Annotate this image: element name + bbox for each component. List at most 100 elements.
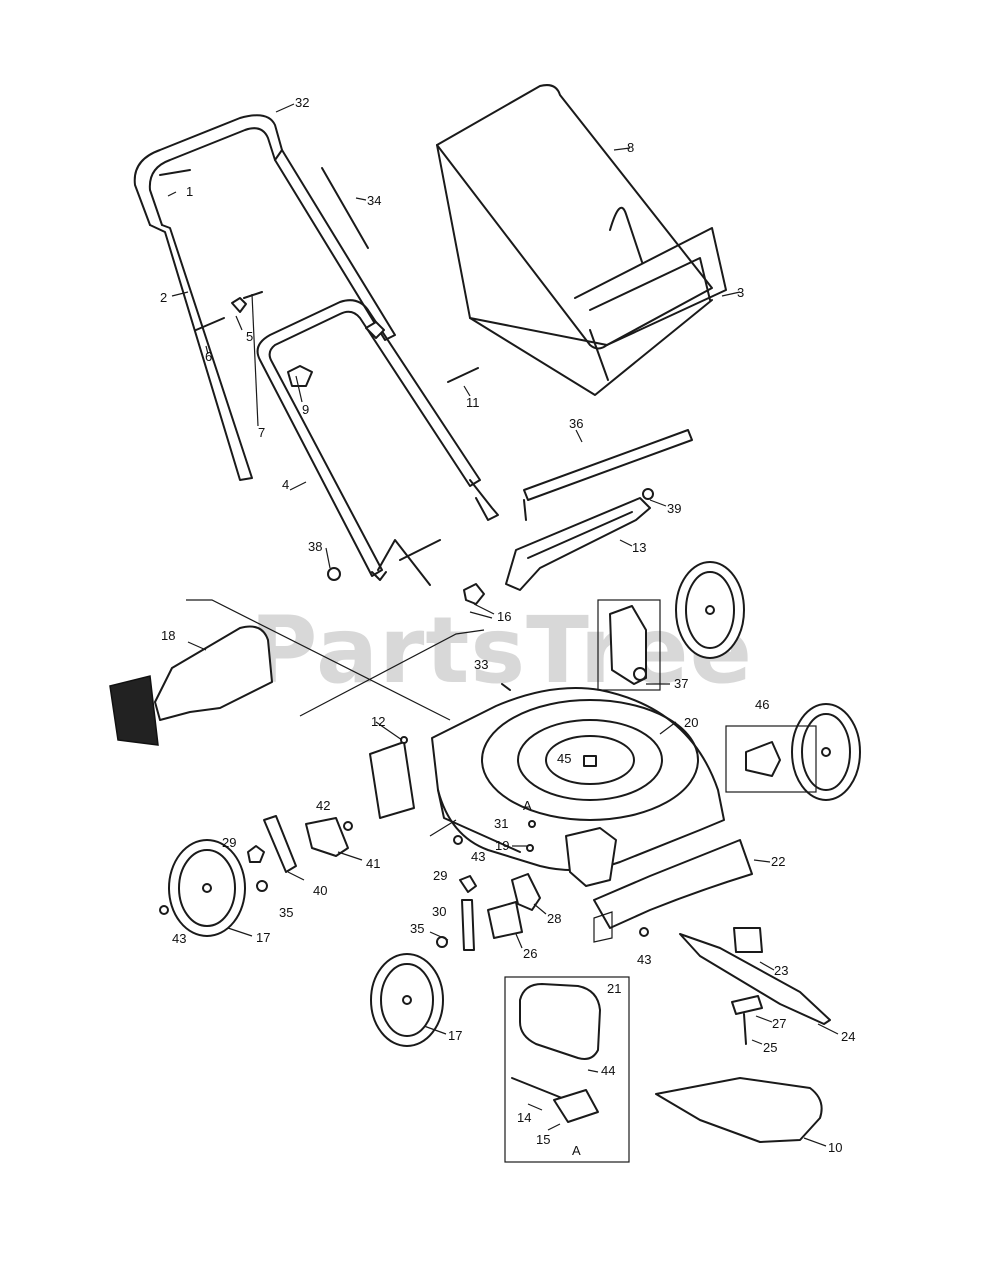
callout-36: 36 <box>569 416 583 431</box>
bolt-6 <box>195 317 225 331</box>
inset-box-46 <box>725 725 817 793</box>
callout-8: 8 <box>627 140 634 155</box>
wheel-rear-left <box>168 839 246 937</box>
callout-24: 24 <box>841 1029 855 1044</box>
callout-43c: 43 <box>637 952 651 967</box>
callout-46: 46 <box>755 697 769 712</box>
callout-9: 9 <box>302 402 309 417</box>
callout-5: 5 <box>246 329 253 344</box>
callout-6: 6 <box>205 349 212 364</box>
callout-28: 28 <box>547 911 561 926</box>
callout-34: 34 <box>367 193 381 208</box>
lever-40 <box>263 815 297 873</box>
callout-13: 13 <box>632 540 646 555</box>
callout-39: 39 <box>667 501 681 516</box>
screw-33 <box>501 683 511 691</box>
bracket-41 <box>305 817 349 857</box>
bracket-26 <box>487 901 523 939</box>
knob-5 <box>231 297 247 313</box>
callout-20: 20 <box>684 715 698 730</box>
blade-adapter-23 <box>733 927 763 953</box>
callout-2: 2 <box>160 290 167 305</box>
callout-7: 7 <box>258 425 265 440</box>
screw-31 <box>528 820 536 828</box>
callout-23: 23 <box>774 963 788 978</box>
bolt-25 <box>743 1013 747 1045</box>
deflector-10 <box>655 1077 823 1143</box>
callout-29a: 29 <box>222 835 236 850</box>
leader-lines <box>167 103 839 1147</box>
rear-door-13 <box>505 497 651 591</box>
screw-19 <box>526 844 534 852</box>
mulch-plug-21 <box>519 983 601 1060</box>
height-bracket-12 <box>369 741 415 819</box>
nut-43b <box>453 835 463 845</box>
callout-10: 10 <box>828 1140 842 1155</box>
callout-1: 1 <box>186 184 193 199</box>
bolt-11 <box>447 367 479 383</box>
mulch-lever-37 <box>609 605 647 685</box>
watermark-text: PartsTree <box>250 597 753 704</box>
blade-24 <box>679 933 831 1025</box>
callout-labels: 1 2 3 4 5 6 7 8 9 10 11 12 13 14 15 16 1… <box>160 95 855 1158</box>
knob-9 <box>287 365 313 387</box>
bracket-28 <box>511 873 541 911</box>
callout-44: 44 <box>601 1063 615 1078</box>
callout-26: 26 <box>523 946 537 961</box>
callout-32: 32 <box>295 95 309 110</box>
callout-29b: 29 <box>433 868 447 883</box>
grass-bag <box>436 84 727 396</box>
callout-12: 12 <box>371 714 385 729</box>
callout-40: 40 <box>313 883 327 898</box>
callout-17b: 17 <box>448 1028 462 1043</box>
guide-lines <box>186 599 613 943</box>
lower-handle <box>256 299 499 581</box>
callout-42: 42 <box>316 798 330 813</box>
callout-38: 38 <box>308 539 322 554</box>
callout-11: 11 <box>466 395 480 410</box>
wheel-front-right <box>791 703 861 801</box>
callout-17a: 17 <box>256 930 270 945</box>
reference-a-deck: A <box>523 798 532 813</box>
callout-33: 33 <box>474 657 488 672</box>
nut-38 <box>327 567 341 581</box>
callout-3: 3 <box>737 285 744 300</box>
inset-box-21 <box>504 976 630 1163</box>
callout-37: 37 <box>674 676 688 691</box>
knob-upper <box>365 321 385 339</box>
callout-19: 19 <box>495 838 509 853</box>
blade-bolt-27 <box>731 995 763 1015</box>
baffle-22 <box>593 839 753 929</box>
callout-22: 22 <box>771 854 785 869</box>
spring-39 <box>642 488 654 500</box>
lever-30 <box>461 899 475 951</box>
wheel-rear-right <box>675 561 745 659</box>
callout-4: 4 <box>282 477 289 492</box>
callout-35a: 35 <box>279 905 293 920</box>
axle-35a <box>256 880 268 892</box>
handle-leader-lines <box>377 539 441 586</box>
callout-25: 25 <box>763 1040 777 1055</box>
callout-27: 27 <box>772 1016 786 1031</box>
nut-42 <box>343 821 353 831</box>
side-discharge-18 <box>109 625 273 746</box>
callout-31: 31 <box>494 816 508 831</box>
callout-15: 15 <box>536 1132 550 1147</box>
bolt-7 <box>243 291 263 299</box>
hinge-rod-36 <box>523 429 693 521</box>
callout-16: 16 <box>497 609 511 624</box>
wheel-front-left <box>370 953 444 1047</box>
callout-43a: 43 <box>172 931 186 946</box>
cap-29b <box>459 875 477 893</box>
mulch-knob <box>633 667 647 681</box>
callout-30: 30 <box>432 904 446 919</box>
callout-45: 45 <box>557 751 571 766</box>
cap-29a <box>247 845 265 863</box>
callout-35b: 35 <box>410 921 424 936</box>
callout-18: 18 <box>161 628 175 643</box>
reference-a-inset: A <box>572 1143 581 1158</box>
height-adjuster-46 <box>745 741 781 777</box>
bushing-16 <box>463 583 485 605</box>
nut-43c <box>639 927 649 937</box>
